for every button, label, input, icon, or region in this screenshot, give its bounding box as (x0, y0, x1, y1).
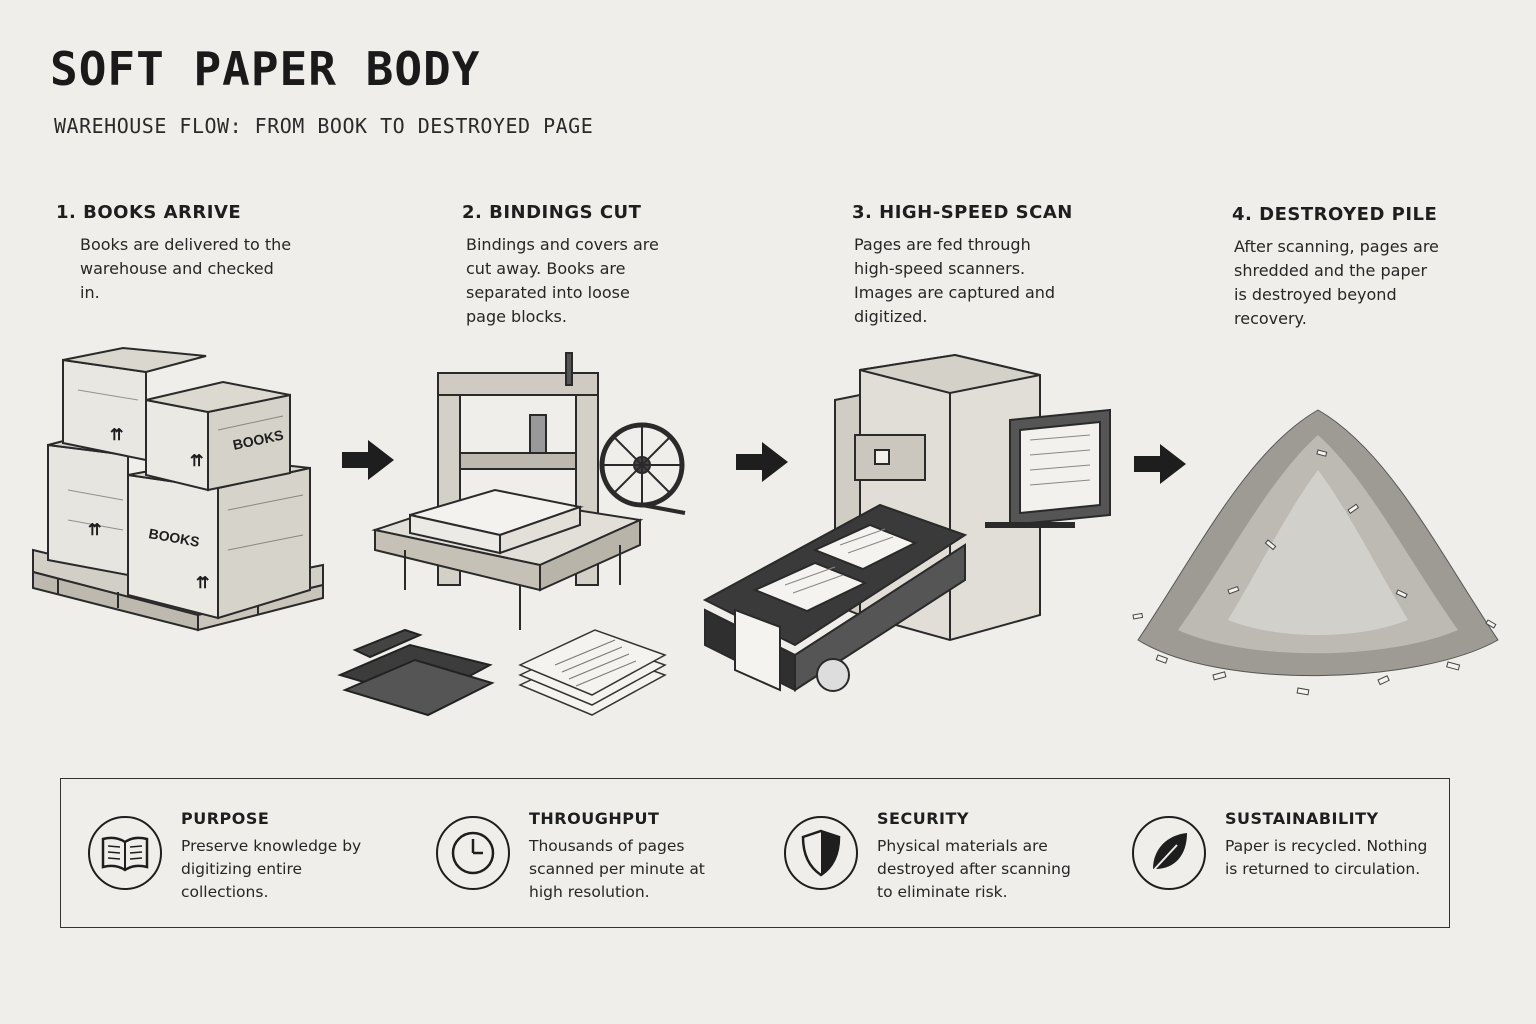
step-title: 4. DESTROYED PILE (1232, 204, 1438, 225)
feature-throughput: THROUGHPUT Thousands of pages scanned pe… (419, 807, 759, 907)
boxes-on-pallet-illustration: ⇈ ⇈ ⇈ ⇈ BOOKS BOOKS (32, 346, 324, 632)
shredded-paper-pile-illustration (1132, 409, 1499, 696)
feature-description: Preserve knowledge by digitizing entire … (181, 837, 362, 901)
feature-description: Thousands of pages scanned per minute at… (529, 837, 705, 901)
shield-icon (784, 816, 858, 890)
svg-text:⇈: ⇈ (88, 522, 101, 539)
feature-title: PURPOSE (181, 809, 270, 828)
step-description: Pages are fed through high-speed scanner… (854, 235, 1056, 326)
step-destroyed-pile: 4. DESTROYED PILE After scanning, pages … (1232, 204, 1502, 331)
step-title: 2. BINDINGS CUT (462, 202, 642, 223)
step-title: 1. BOOKS ARRIVE (56, 202, 242, 223)
step-description: Books are delivered to the warehouse and… (80, 235, 292, 302)
step-description: After scanning, pages are shredded and t… (1234, 237, 1439, 328)
step-description: Bindings and covers are cut away. Books … (466, 235, 659, 326)
svg-text:⇈: ⇈ (190, 453, 203, 470)
step-high-speed-scan: 3. HIGH-SPEED SCAN Pages are fed through… (852, 202, 1122, 329)
feature-title: THROUGHPUT (529, 809, 660, 828)
step-books-arrive: 1. BOOKS ARRIVE Books are delivered to t… (56, 202, 326, 305)
feature-title: SUSTAINABILITY (1225, 809, 1379, 828)
summary-panel: PURPOSE Preserve knowledge by digitizing… (60, 778, 1450, 928)
flow-arrow-icon (342, 440, 394, 480)
feature-description: Physical materials are destroyed after s… (877, 837, 1071, 901)
open-book-icon (88, 816, 162, 890)
step-title: 3. HIGH-SPEED SCAN (852, 202, 1073, 223)
page-subtitle: WAREHOUSE FLOW: FROM BOOK TO DESTROYED P… (54, 114, 594, 138)
binding-cutter-illustration (337, 352, 686, 717)
flow-arrow-icon (1134, 444, 1186, 484)
clock-icon (436, 816, 510, 890)
feature-description: Paper is recycled. Nothing is returned t… (1225, 837, 1428, 878)
feature-sustainability: SUSTAINABILITY Paper is recycled. Nothin… (1115, 807, 1455, 907)
scanner-conveyor-illustration (702, 353, 1111, 692)
feature-purpose: PURPOSE Preserve knowledge by digitizing… (71, 807, 411, 907)
page-title: SOFT PAPER BODY (50, 42, 481, 96)
svg-text:⇈: ⇈ (196, 575, 209, 592)
leaf-icon (1132, 816, 1206, 890)
step-bindings-cut: 2. BINDINGS CUT Bindings and covers are … (462, 202, 732, 329)
svg-text:⇈: ⇈ (110, 427, 123, 444)
feature-security: SECURITY Physical materials are destroye… (767, 807, 1107, 907)
feature-title: SECURITY (877, 809, 969, 828)
flow-arrow-icon (736, 442, 788, 482)
